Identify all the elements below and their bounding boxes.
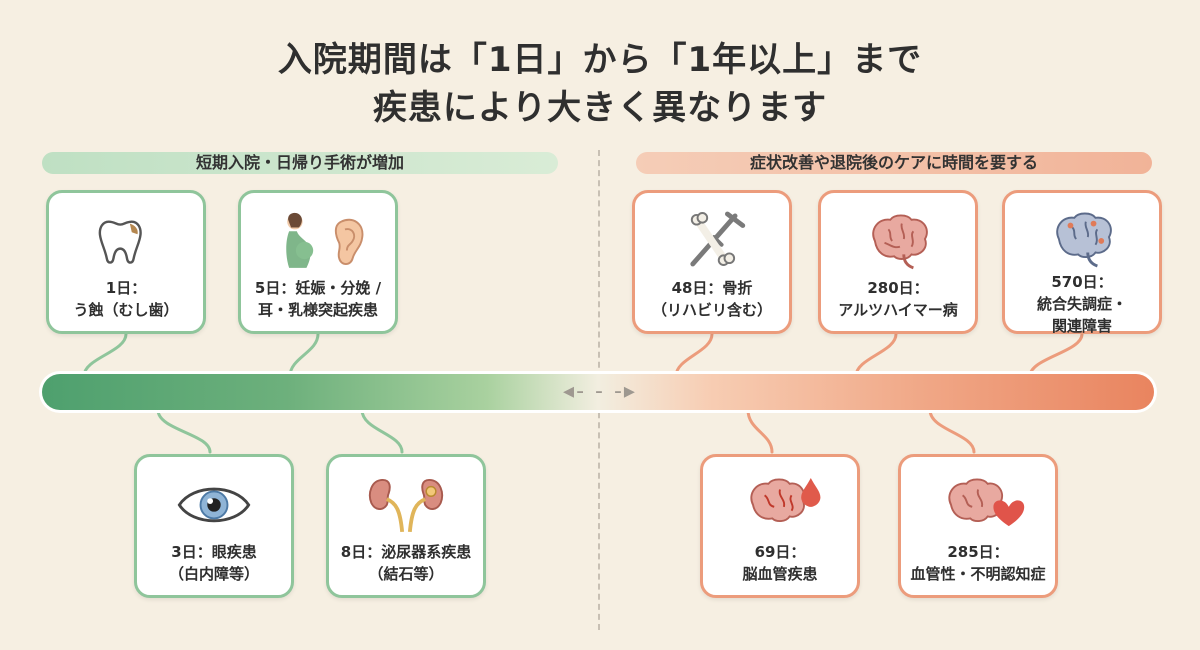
bidirectional-arrow-icon: ◂- - -▸: [563, 379, 637, 404]
card-eye-disease: 3日：眼疾患 （白内障等）: [134, 454, 294, 598]
long-stay-band: 症状改善や退院後のケアに時間を要する: [636, 152, 1152, 174]
duration-timeline-bar: [42, 374, 1154, 410]
card-8-line-2: 脳血管疾患: [742, 565, 818, 583]
title-line-1: 入院期間は「1日」から「1年以上」まで: [277, 40, 923, 80]
card-8-line-1: 69日：: [754, 543, 806, 561]
card-4-line-1: 8日：泌尿器系疾患: [340, 543, 472, 561]
card-pregnancy-ear: 5日：妊娠・分娩 / 耳・乳様突起疾患: [238, 190, 398, 334]
card-alzheimers: 280日： アルツハイマー病: [818, 190, 978, 334]
short-stay-band: 短期入院・日帰り手術が増加: [42, 152, 558, 174]
card-3-line-2: （白内障等）: [168, 565, 259, 583]
pregnancy-ear-icon: [286, 212, 364, 268]
card-7-line-2: 統合失調症・: [1036, 295, 1127, 313]
card-schizophrenia: 570日： 統合失調症・ 関連障害: [1002, 190, 1162, 335]
crutch-bone-icon: [690, 211, 746, 267]
card-vascular-dementia: 285日： 血管性・不明認知症: [898, 454, 1058, 598]
brain-icon: [872, 214, 928, 270]
kidney-icon: [368, 478, 444, 533]
card-5-line-2: （リハビリ含む）: [651, 301, 772, 319]
eye-icon: [177, 487, 251, 523]
title-line-2: 疾患により大きく異なります: [372, 88, 828, 128]
card-6-line-1: 280日：: [867, 279, 929, 297]
card-9-line-2: 血管性・不明認知症: [910, 565, 1046, 583]
card-dental-caries: 1日： う蝕（むし歯）: [46, 190, 206, 334]
card-5-line-1: 48日：骨折: [671, 279, 753, 297]
card-9-line-1: 285日：: [947, 543, 1009, 561]
card-3-line-1: 3日：眼疾患: [171, 543, 257, 561]
brain-blood-icon: [750, 477, 821, 523]
brain-network-icon: [1056, 212, 1112, 268]
tooth-icon: [98, 220, 142, 264]
card-7-line-1: 570日：: [1051, 273, 1113, 291]
card-cerebrovascular: 69日： 脳血管疾患: [700, 454, 860, 598]
card-urinary-disease: 8日：泌尿器系疾患 （結石等）: [326, 454, 486, 598]
card-6-line-2: アルツハイマー病: [838, 301, 958, 319]
card-2-line-2: 耳・乳様突起疾患: [257, 301, 378, 319]
card-2-line-1: 5日：妊娠・分娩 /: [254, 279, 382, 297]
card-fracture: 48日：骨折 （リハビリ含む）: [632, 190, 792, 334]
card-1-line-2: う蝕（むし歯）: [73, 301, 179, 319]
brain-heart-icon: [948, 478, 1025, 527]
card-1-line-1: 1日：: [105, 279, 147, 297]
card-7-line-3: 関連障害: [1051, 317, 1112, 335]
card-4-line-2: （結石等）: [368, 565, 444, 583]
